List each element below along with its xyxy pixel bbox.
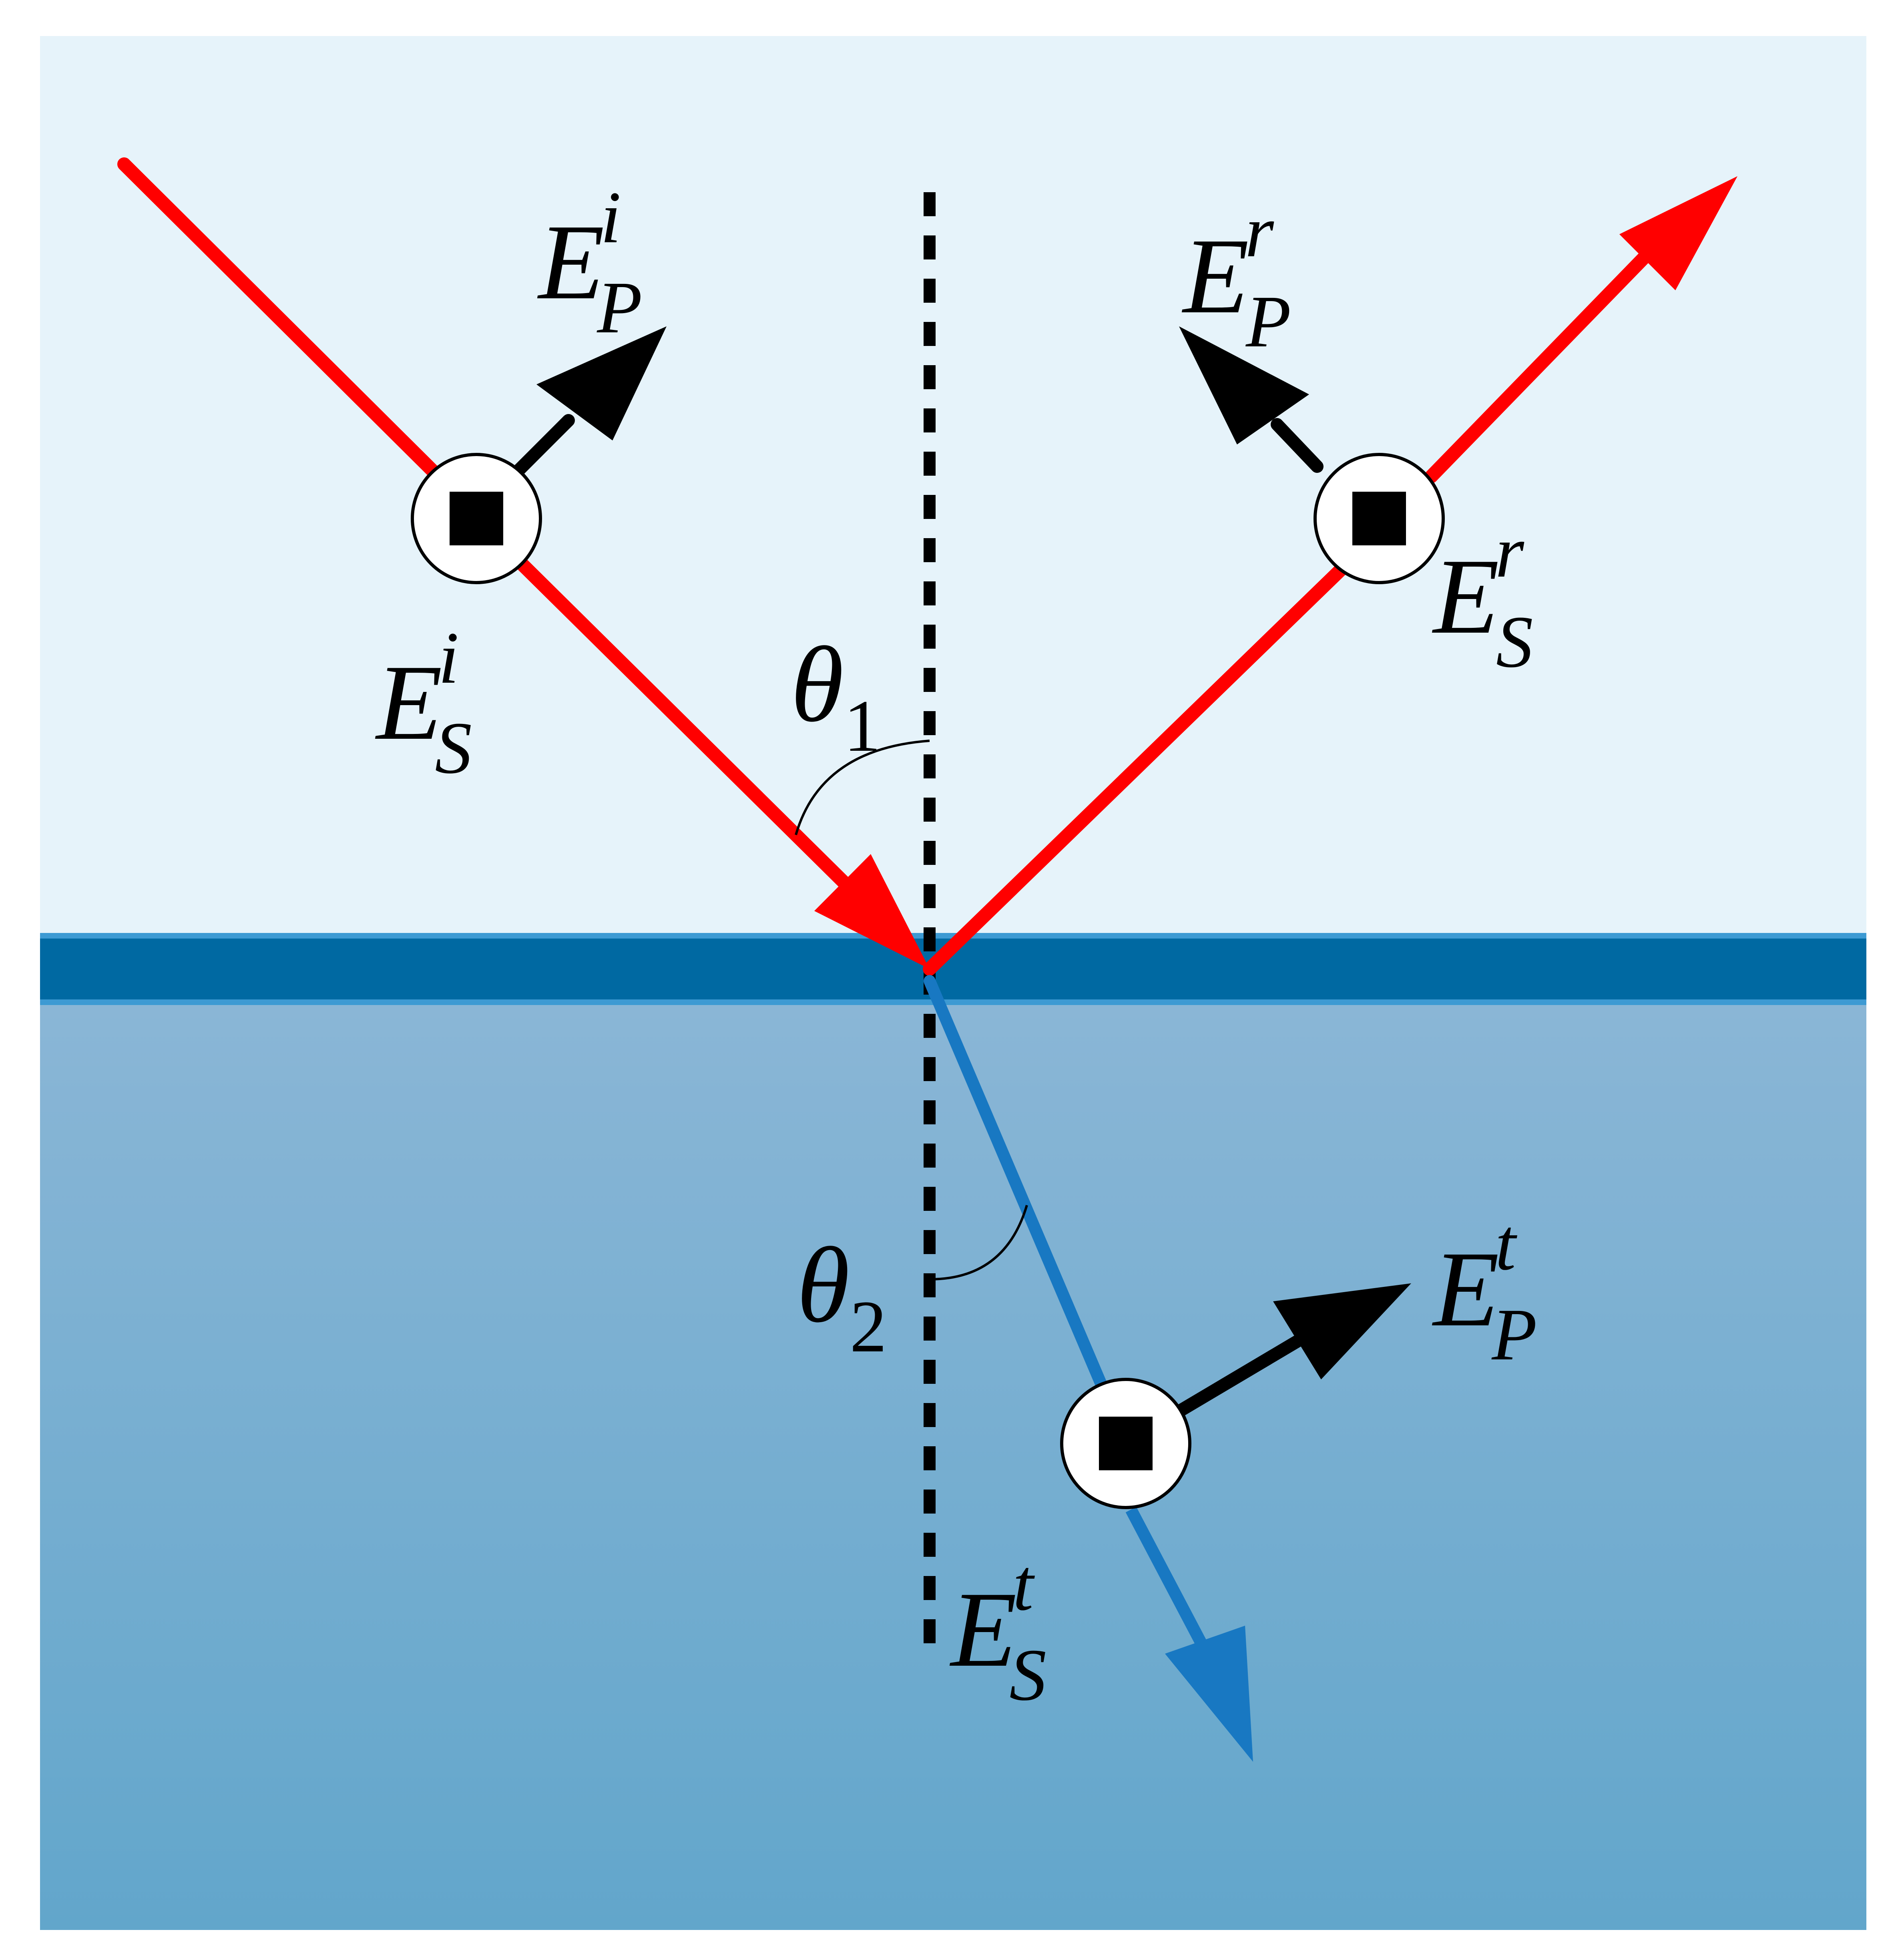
incident-ray (117, 157, 930, 969)
theta-2-arc (929, 1205, 1028, 1281)
transmitted-ray (924, 975, 1253, 1762)
dot-in-circle-icon (1314, 453, 1445, 584)
theta-1-arc (795, 740, 930, 835)
dot-in-circle-icon (1060, 1378, 1191, 1509)
interface-bottom-edge (40, 999, 1866, 1005)
lower-medium (40, 1005, 1866, 1930)
reflected-p-arrow (1179, 326, 1324, 473)
dot-in-circle-icon (411, 453, 542, 584)
reflected-arrowhead (1619, 176, 1737, 290)
label-theta-1: θ1 (791, 625, 881, 767)
transmitted-arrowhead (1165, 1626, 1253, 1762)
reflected-ray (923, 176, 1737, 976)
label-theta-2: θ2 (797, 1225, 887, 1368)
incident-p-arrow (512, 326, 667, 477)
transmitted-p-arrow (1173, 1283, 1411, 1418)
upper-medium (40, 36, 1866, 933)
incident-arrowhead (814, 854, 930, 969)
interface-top-edge (40, 933, 1866, 939)
